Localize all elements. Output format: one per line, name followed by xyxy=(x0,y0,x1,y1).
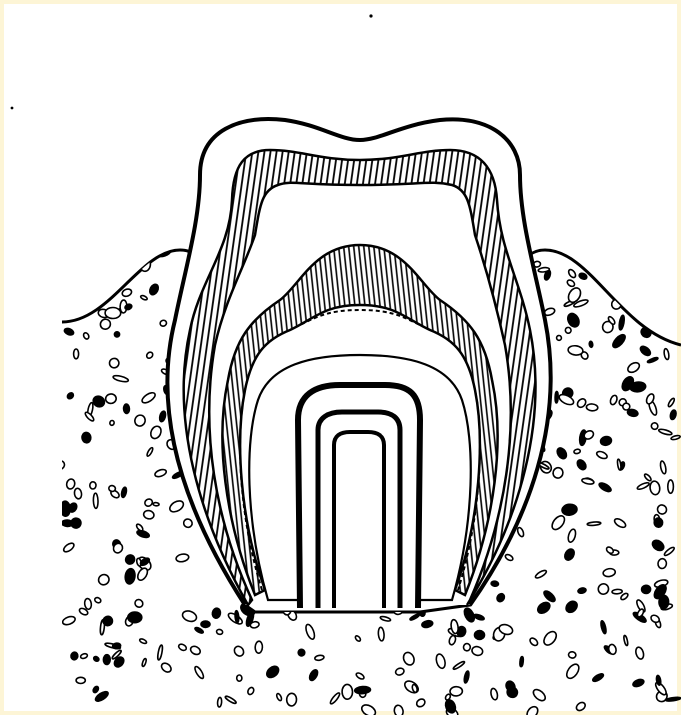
bone-speckle xyxy=(201,621,210,628)
bone-speckle xyxy=(76,677,85,683)
bone-speckle xyxy=(159,319,167,327)
bone-speckle xyxy=(235,610,240,622)
bone-speckle xyxy=(491,581,499,587)
bone-speckle xyxy=(474,631,484,640)
bone-speckle xyxy=(564,327,571,335)
bone-speckle xyxy=(342,684,353,699)
bone-speckle xyxy=(217,697,222,707)
bone-speckle xyxy=(237,675,242,681)
bone-speckle xyxy=(255,641,263,653)
bone-speckle xyxy=(109,420,114,426)
bone-speckle xyxy=(589,341,593,347)
bone-speckle xyxy=(568,651,576,658)
bone-speckle xyxy=(555,391,558,403)
bone-speckle xyxy=(216,629,223,635)
bone-speckle xyxy=(519,656,523,666)
bone-speckle xyxy=(62,520,73,527)
bone-speckle xyxy=(587,522,601,526)
bone-speckle xyxy=(82,432,92,443)
bone-speckle xyxy=(108,485,116,492)
stray-mark xyxy=(11,107,14,110)
bone-speckle xyxy=(105,307,121,318)
bone-speckle xyxy=(623,403,630,410)
bone-speckle xyxy=(574,449,581,454)
bone-speckle xyxy=(658,558,667,568)
bone-speckle xyxy=(556,335,562,341)
bone-speckle xyxy=(654,518,663,528)
stray-mark xyxy=(369,14,372,17)
bone-speckle xyxy=(105,393,117,404)
bone-speckle xyxy=(586,404,598,412)
bone-speckle xyxy=(90,482,96,489)
bone-speckle xyxy=(354,686,370,694)
pulp-canal xyxy=(334,432,384,608)
bone-speckle xyxy=(659,595,669,609)
bone-speckle xyxy=(103,655,110,665)
bone-speckle xyxy=(153,502,159,506)
bone-speckle xyxy=(286,693,296,706)
bone-speckle xyxy=(612,589,622,594)
bone-speckle xyxy=(314,655,324,661)
bone-speckle xyxy=(641,585,651,594)
bone-speckle xyxy=(128,612,142,623)
bone-speckle xyxy=(450,686,463,696)
bone-speckle xyxy=(74,349,79,359)
tooth-germ xyxy=(167,119,550,608)
bone-speckle xyxy=(93,493,98,508)
bone-speckle xyxy=(71,652,79,660)
bone-speckle xyxy=(123,404,129,414)
bone-speckle xyxy=(112,643,121,649)
bone-speckle xyxy=(463,643,470,651)
bone-speckle xyxy=(538,267,550,273)
bone-speckle xyxy=(668,480,674,493)
bone-speckle xyxy=(378,627,385,641)
